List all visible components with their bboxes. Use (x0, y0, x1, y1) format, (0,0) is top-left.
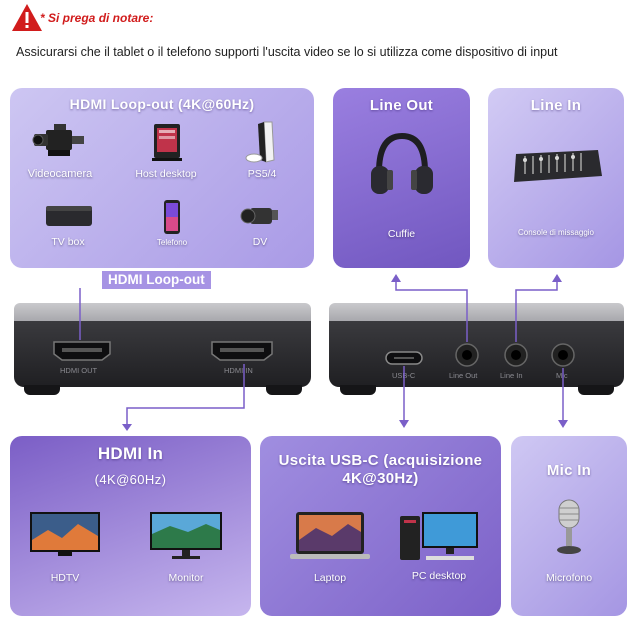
item-label: PS5/4 (247, 168, 277, 180)
panel-title: Uscita USB-C (acquisizione (278, 452, 483, 469)
line-in-jack (504, 343, 528, 367)
headphones-icon (371, 132, 433, 194)
port-label: Line In (500, 371, 523, 380)
hdmi-loop-out-panel: HDMI Loop-out (4K@60Hz) Videocamera Host… (10, 88, 314, 268)
item-label: Laptop (313, 572, 347, 584)
item-label: Videocamera (27, 168, 93, 180)
item-label: Console di missaggio (517, 228, 595, 237)
mic-jack (551, 343, 575, 367)
panel-title: HDMI Loop-out (4K@60Hz) (69, 96, 255, 112)
panel-title-line2: 4K@30Hz) (342, 470, 419, 487)
desktop-pc-icon (152, 124, 182, 161)
item-label: Cuffie (387, 228, 416, 240)
monitor-icon (150, 512, 222, 559)
hdmi-in-panel: HDMI In (4K@60Hz) HDTV Monitor (10, 436, 251, 616)
port-label: Mic (556, 371, 568, 380)
phone-icon (164, 200, 180, 234)
line-in-panel: Line In Console di missaggio (488, 88, 624, 268)
usb-c-port (385, 351, 423, 365)
hdmi-in-port (211, 341, 273, 361)
game-console-icon (245, 121, 275, 163)
hdmi-out-port (53, 341, 111, 361)
microphone-icon (557, 499, 581, 554)
item-label: Telefono (156, 238, 188, 247)
tv-icon (30, 512, 100, 556)
video-camera-icon (32, 124, 84, 156)
pc-desktop-icon (400, 512, 478, 560)
panel-subtitle: (4K@60Hz) (94, 472, 167, 487)
mic-in-panel: Mic In Microfono (511, 436, 627, 616)
note-text: Assicurarsi che il tablet o il telefono … (16, 45, 558, 59)
panel-title: HDMI In (97, 444, 164, 463)
note-title: * Si prega di notare: (40, 11, 154, 25)
laptop-icon (290, 512, 370, 559)
line-out-jack (455, 343, 479, 367)
item-label: PC desktop (411, 570, 467, 582)
mixer-icon (514, 150, 602, 182)
usb-c-panel: Uscita USB-C (acquisizione 4K@30Hz) Lapt… (260, 436, 501, 616)
panel-title: Line Out (369, 97, 434, 114)
port-label: HDMI OUT (60, 366, 98, 375)
port-label: HDMI IN (224, 366, 253, 375)
panel-title: Line In (530, 97, 582, 114)
tv-box-icon (46, 206, 92, 226)
hdmi-loop-out-label: HDMI Loop-out (102, 271, 211, 289)
line-out-panel: Line Out Cuffie (333, 88, 470, 268)
item-label: HDTV (50, 572, 80, 584)
warning-icon (12, 4, 42, 31)
camcorder-icon (240, 208, 278, 224)
item-label: Monitor (168, 572, 204, 584)
item-label: Host desktop (135, 168, 197, 180)
item-label: DV (252, 236, 268, 248)
port-label: Line Out (449, 371, 478, 380)
panel-title: Mic In (546, 462, 592, 479)
item-label: TV box (51, 236, 85, 248)
item-label: Microfono (545, 572, 593, 584)
